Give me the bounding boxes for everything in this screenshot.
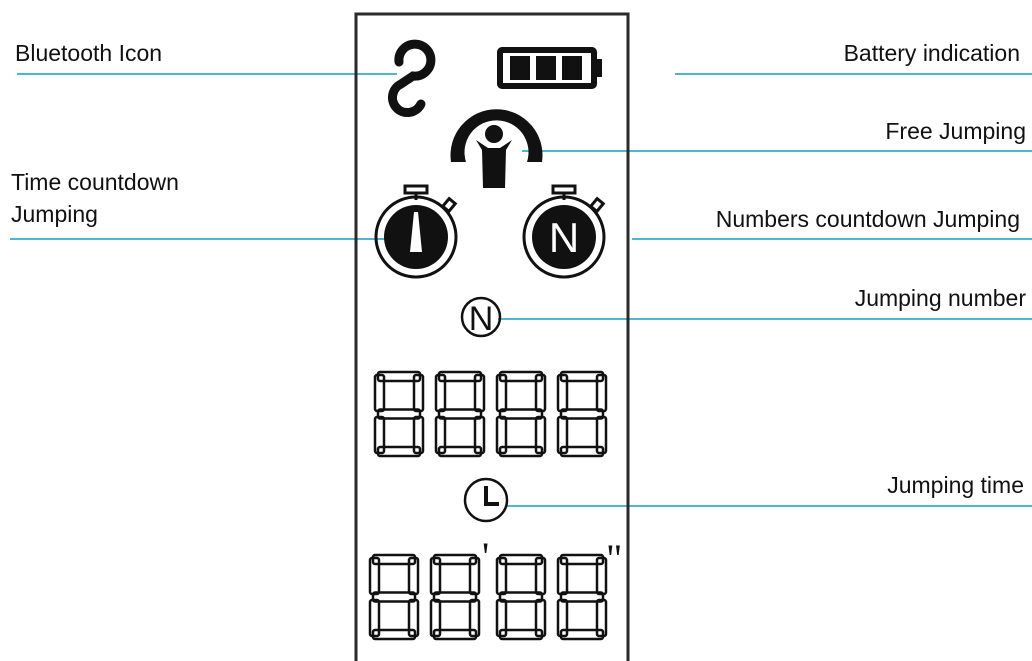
leader-battery <box>675 73 1032 75</box>
leader-bluetooth <box>17 73 397 75</box>
label-time-countdown-line1: Time countdown <box>11 169 179 195</box>
label-free-jumping: Free Jumping <box>885 118 1026 144</box>
leader-jumping-time <box>505 505 1032 507</box>
free-jumping-icon <box>450 109 543 188</box>
numbers-countdown-stopwatch-icon: N <box>522 184 606 279</box>
time-digit <box>368 553 420 641</box>
count-digit <box>373 370 425 458</box>
label-battery: Battery indication <box>843 40 1020 66</box>
leader-free-jumping <box>522 150 1032 152</box>
jumping-number-letter: N <box>469 300 494 338</box>
count-digit <box>434 370 486 458</box>
battery-icon <box>497 47 602 89</box>
count-digits-display <box>373 370 608 458</box>
leader-numbers-countdown <box>632 238 1032 240</box>
time-digits-display <box>368 553 608 641</box>
stopwatch-n-letter: N <box>549 214 579 261</box>
label-time-countdown-line2: Jumping <box>11 201 98 227</box>
jumping-number-icon: N <box>460 296 502 338</box>
second-mark: " <box>606 536 622 581</box>
label-jumping-time: Jumping time <box>887 472 1024 498</box>
label-numbers-countdown: Numbers countdown Jumping <box>715 206 1020 232</box>
time-digit <box>429 553 481 641</box>
label-jumping-number: Jumping number <box>854 285 1026 311</box>
label-bluetooth: Bluetooth Icon <box>15 40 163 66</box>
minute-mark: ' <box>482 534 489 579</box>
time-digit <box>556 553 608 641</box>
display-frame <box>354 12 630 661</box>
leader-jumping-number <box>498 318 1032 320</box>
time-digit <box>495 553 547 641</box>
bluetooth-icon <box>387 39 436 118</box>
count-digit <box>495 370 547 458</box>
leader-time-countdown <box>10 238 405 240</box>
time-countdown-stopwatch-icon <box>374 184 458 279</box>
jumping-time-clock-icon <box>463 477 509 523</box>
count-digit <box>556 370 608 458</box>
